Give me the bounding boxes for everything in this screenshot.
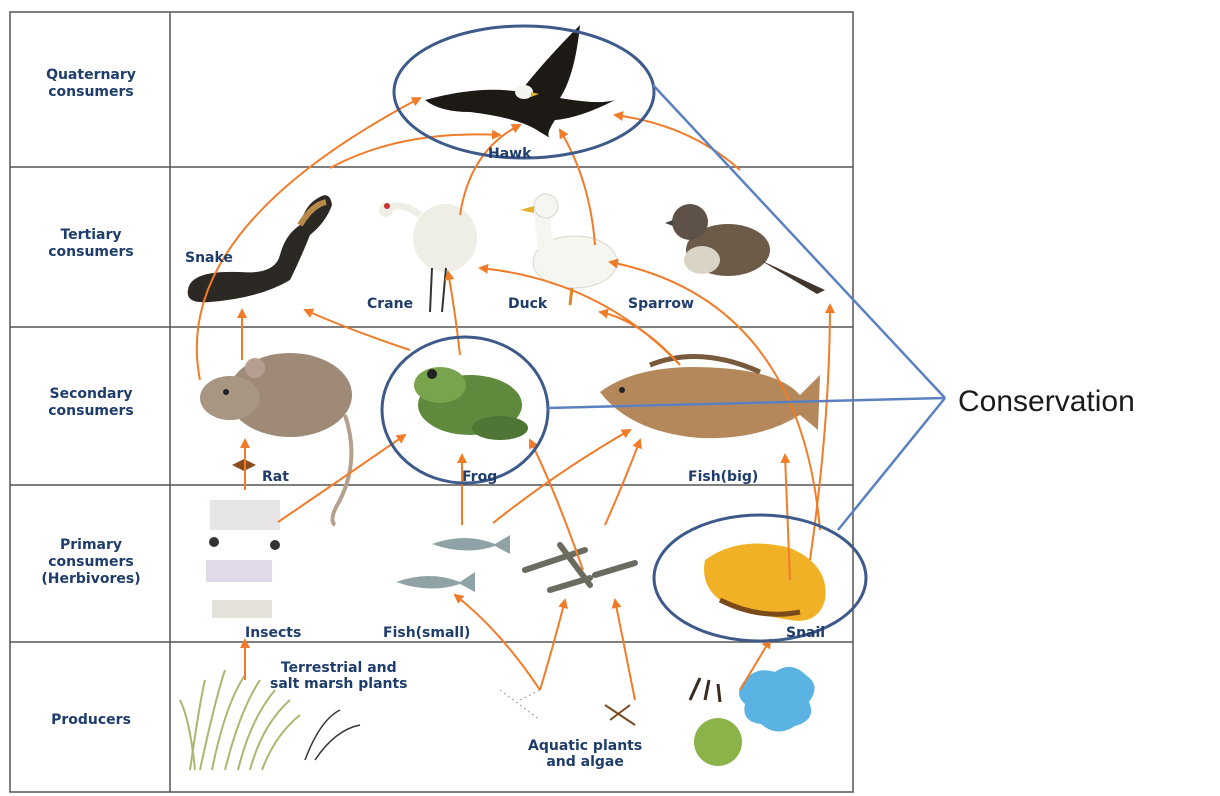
level-label-producers: Producers xyxy=(12,712,170,729)
tadpole-illustration xyxy=(525,545,635,590)
organism-label-duck: Duck xyxy=(508,296,547,312)
hawk-illustration xyxy=(425,25,615,138)
small-fish-illustration xyxy=(396,535,510,592)
rat-illustration xyxy=(200,353,352,525)
organism-label-crane: Crane xyxy=(367,296,413,312)
level-label-secondary: Secondary consumers xyxy=(12,386,170,420)
frog-illustration xyxy=(414,367,528,440)
conservation-callout-label: Conservation xyxy=(958,385,1135,419)
organism-label-hawk: Hawk xyxy=(488,146,531,162)
sparrow-illustration xyxy=(665,204,825,294)
level-label-quaternary: Quaternary consumers xyxy=(12,67,170,101)
snail-illustration xyxy=(704,544,826,621)
level-label-primary: Primary consumers (Herbivores) xyxy=(12,537,170,588)
organism-label-frog: Frog xyxy=(462,469,497,485)
organism-label-terrestrial-plants: Terrestrial and salt marsh plants xyxy=(270,660,408,692)
organism-label-fish-small: Fish(small) xyxy=(383,625,470,641)
organism-label-sparrow: Sparrow xyxy=(628,296,694,312)
organism-label-aquatic-plants: Aquatic plants and algae xyxy=(528,738,642,770)
level-label-tertiary: Tertiary consumers xyxy=(12,227,170,261)
organism-label-insects: Insects xyxy=(245,625,301,641)
organism-label-fish-big: Fish(big) xyxy=(688,469,758,485)
organism-label-snail: Snail xyxy=(786,625,825,641)
organism-label-rat: Rat xyxy=(262,469,289,485)
organism-label-snake: Snake xyxy=(185,250,233,266)
